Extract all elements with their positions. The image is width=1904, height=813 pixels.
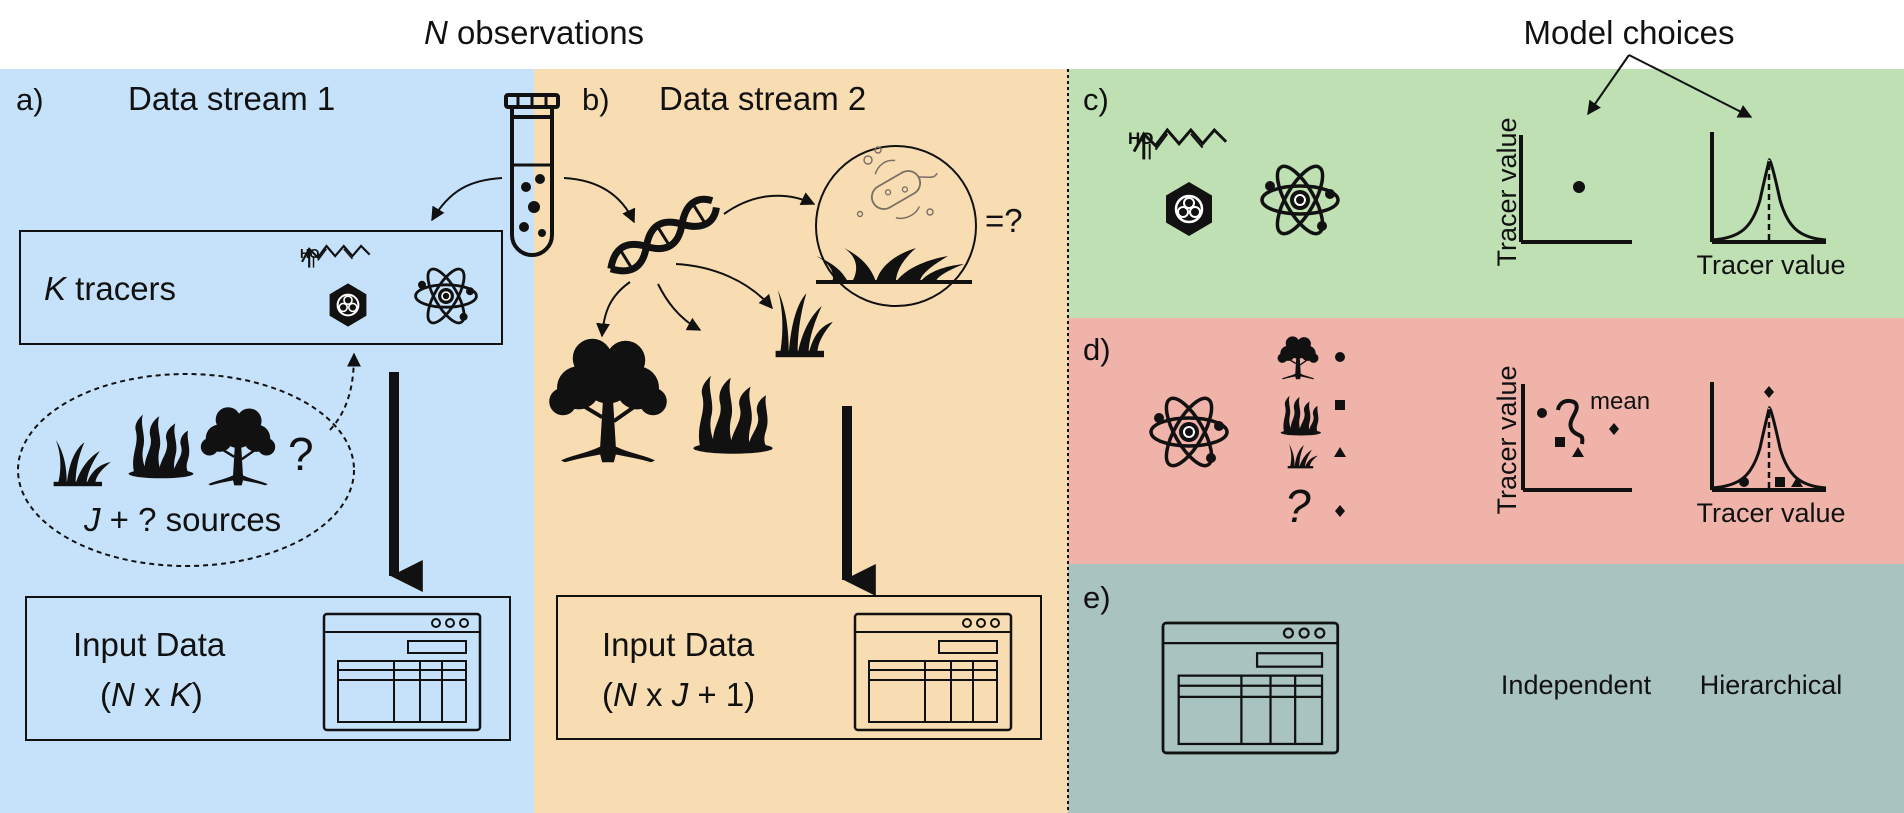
plot-d-mean-label: mean	[1590, 388, 1650, 415]
dot-marker-icon	[1335, 352, 1345, 362]
plot-d-mean-curve	[1556, 398, 1585, 445]
plot-c-point	[1573, 181, 1585, 193]
model-choices-arrow-left	[1587, 54, 1630, 116]
n-observations-heading: N observations	[424, 14, 644, 51]
input-data-box-a	[25, 596, 511, 741]
input-dims-a: (N x K)	[100, 676, 203, 713]
panel-d-letter: d)	[1083, 332, 1111, 367]
dna-icon	[607, 195, 720, 275]
dna-to-microbe-arrow	[723, 192, 816, 215]
input-data-label-b: Input Data	[602, 626, 755, 663]
microbe-circle	[815, 145, 977, 307]
tracers-label: K tracers	[44, 270, 176, 307]
microbe-grass-icon	[816, 248, 972, 284]
panel-b-title: Data stream 2	[659, 80, 866, 117]
molecule-ho-label: HO	[300, 246, 320, 261]
hierarchical-label: Hierarchical	[1700, 670, 1843, 700]
unknown-source-mark-d: ?	[1285, 480, 1311, 532]
panel-c-letter: c)	[1083, 82, 1109, 117]
microbe-icon	[870, 159, 938, 220]
dna-to-seaweed-arrow	[657, 283, 702, 331]
plot-c-x-axis-label: Tracer value	[1696, 250, 1845, 280]
molecule-ho-label-c: HO	[1128, 129, 1154, 148]
independent-label: Independent	[1501, 670, 1652, 700]
plot-c-independent: Tracer value	[1492, 117, 1632, 267]
microbe-unknown-label: =?	[985, 202, 1023, 239]
plot-d-x-axis-label: Tracer value	[1696, 498, 1845, 528]
dna-to-grass-arrow	[675, 263, 773, 310]
diamond-marker-icon	[1335, 505, 1345, 517]
input-data-box-b	[556, 595, 1042, 740]
plot-d-independent: Tracer value mean	[1492, 365, 1650, 514]
plot-d-y-axis-label: Tracer value	[1492, 365, 1522, 514]
plot-d-hierarchical: Tracer value	[1696, 382, 1846, 528]
tube-to-dna-arrow	[563, 177, 636, 224]
panel-e-letter: e)	[1083, 580, 1111, 615]
model-choices-arrow-right	[1628, 54, 1753, 118]
panel-b-letter: b)	[582, 82, 610, 117]
panel-a-title: Data stream 1	[128, 80, 335, 117]
input-dims-b: (N x J + 1)	[602, 676, 755, 713]
panel-e-background	[1068, 564, 1904, 813]
panel-a-letter: a)	[16, 82, 44, 117]
model-choices-heading: Model choices	[1524, 14, 1735, 51]
sources-ellipse	[17, 373, 355, 567]
plot-c-y-axis-label: Tracer value	[1492, 117, 1522, 266]
unknown-source-mark: ?	[288, 428, 314, 480]
tube-to-tracers-arrow	[431, 177, 503, 222]
tracers-box	[19, 230, 503, 345]
plot-c-hierarchical: Tracer value	[1696, 132, 1846, 280]
triangle-marker-icon	[1334, 447, 1346, 457]
input-data-label-a: Input Data	[73, 626, 226, 663]
sources-label: J + ? sources	[83, 501, 281, 538]
dna-to-tree-arrow	[596, 281, 631, 338]
test-tube-icon	[504, 93, 560, 257]
sources-to-tracers-arrow	[329, 352, 361, 431]
square-marker-icon	[1335, 400, 1345, 410]
